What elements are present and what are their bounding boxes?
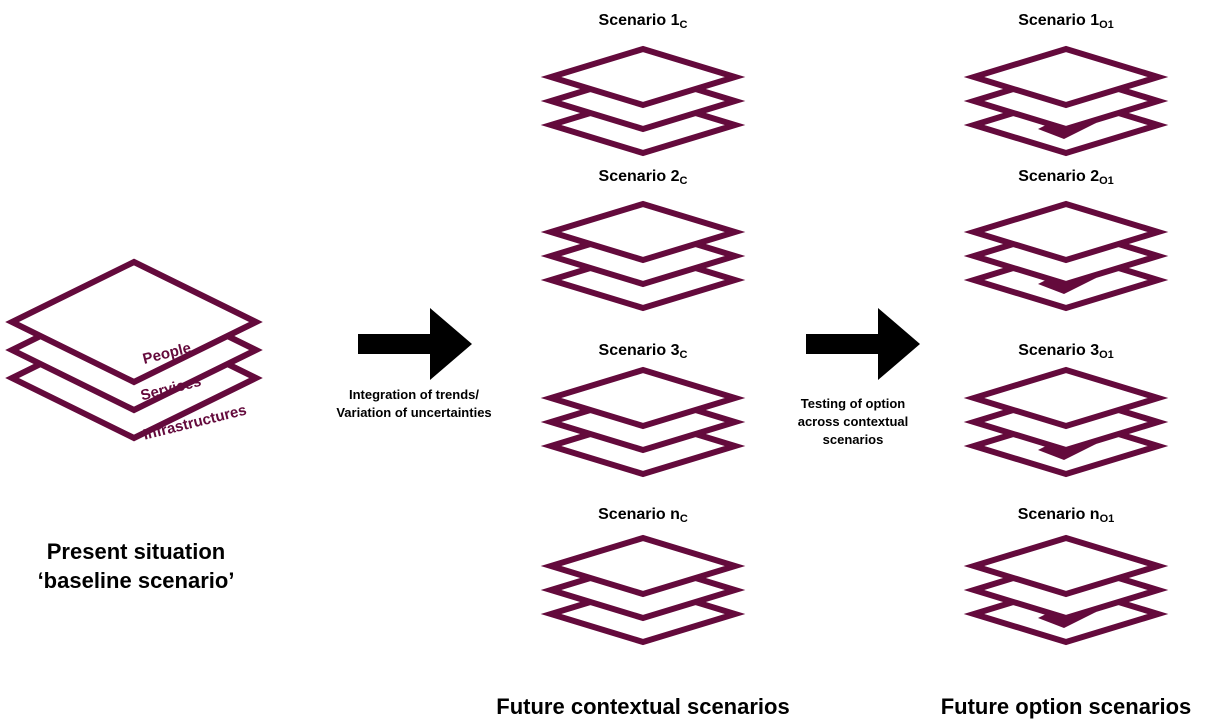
contextual-scenario-stack [540,45,746,157]
arrow1-caption-line1: Integration of trends/ [348,387,479,402]
baseline-layer-stack: People Services Infrastructures [5,258,263,444]
contextual-scenario-1-title: Scenario 1C [598,12,688,31]
arrow1-caption-line2: Variation of uncertainties [336,405,492,420]
baseline-title-line1: Present situation [46,539,226,564]
option-scenario-stack [963,45,1169,157]
arrow2-caption-line1: Testing of option [800,396,906,411]
scenario-layer [963,200,1169,264]
people-layer [5,258,263,386]
arrow2-caption-line3: scenarios [822,432,884,447]
option-scenario-stack [963,366,1169,478]
contextual-scenario-3-title: Scenario 3C [598,342,688,361]
contextual-scenario-stack [540,200,746,312]
right-arrow-icon [358,308,472,380]
option-scenario-3-title: Scenario 3O1 [1018,342,1114,361]
scenario-layer [963,366,1169,430]
option-scenario-n-title: Scenario nO1 [1017,506,1115,525]
contextual-scenarios-heading: Future contextual scenarios [496,694,790,719]
scenario-layer [540,45,746,109]
contextual-scenario-2-title: Scenario 2C [598,168,688,187]
baseline-title-line2: ‘baseline scenario’ [37,568,235,593]
arrow2-caption: Testing of option across contextual scen… [798,395,909,449]
scenario-layer [963,45,1169,109]
arrow2-caption-line2: across contextual [797,414,909,429]
scenario-layer [540,200,746,264]
contextual-scenario-stack [540,366,746,478]
scenario-layer [963,534,1169,598]
baseline-title: Present situation ‘baseline scenario’ [38,537,235,595]
contextual-scenario-n-title: Scenario nC [598,506,688,525]
scenario-layer [540,534,746,598]
contextual-scenario-stack [540,534,746,646]
option-scenario-stack [963,534,1169,646]
scenario-layer [540,366,746,430]
option-scenarios-heading: Future option scenarios [940,694,1192,719]
option-scenario-1-title: Scenario 1O1 [1018,12,1114,31]
option-scenario-stack [963,200,1169,312]
right-arrow-icon [806,308,920,380]
arrow1-caption: Integration of trends/ Variation of unce… [336,386,491,422]
option-scenario-2-title: Scenario 2O1 [1018,168,1114,187]
